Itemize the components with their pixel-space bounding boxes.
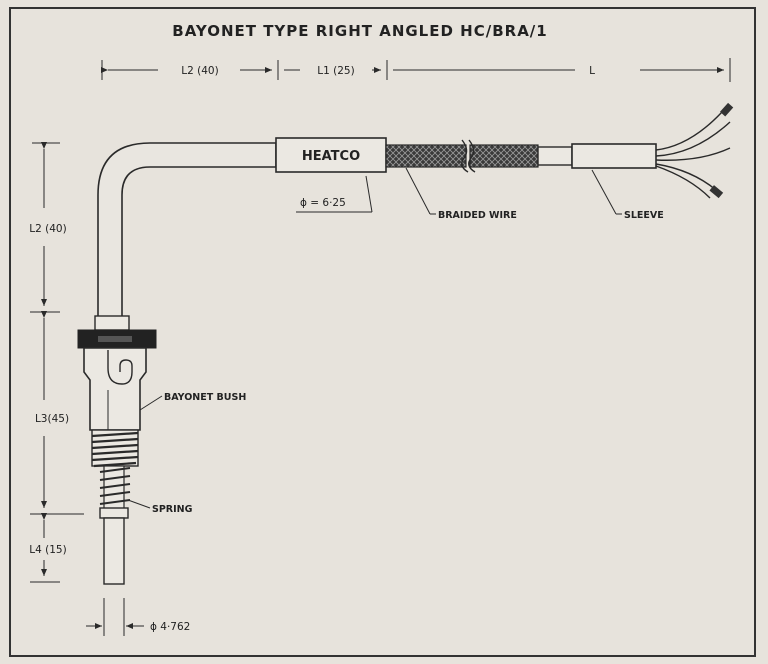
dim-sheath-diameter: ϕ = 6·25 — [300, 197, 346, 209]
sleeve-inner — [537, 146, 573, 166]
callout-spring: SPRING — [152, 504, 193, 515]
bayonet-bush-leader — [139, 395, 163, 411]
spring-leader — [127, 499, 151, 509]
callout-braided-wire: BRAIDED WIRE — [438, 210, 517, 221]
dim-side-l4: L4 (15) — [29, 544, 66, 556]
top-dimension-line — [101, 58, 731, 82]
sheath-tube — [97, 142, 277, 330]
spring — [99, 467, 131, 505]
sleeve-leader — [591, 169, 622, 215]
dim-top-l1: L1 (25) — [317, 65, 354, 77]
braided-wire-leader — [405, 167, 436, 215]
callout-bayonet-bush: BAYONET BUSH — [164, 392, 246, 403]
break-mark — [461, 139, 469, 173]
wire-tip-top — [720, 102, 734, 117]
braided-wire — [385, 144, 467, 168]
dim-side-l3: L3(45) — [35, 413, 69, 425]
bayonet-bush — [83, 347, 147, 431]
wire-tip-bottom — [709, 185, 724, 199]
lead-wires — [655, 111, 731, 199]
probe-tip — [103, 517, 125, 585]
sheath-diameter-leader — [296, 175, 373, 213]
bayonet-cap-ring — [98, 336, 132, 342]
break-mark-2 — [468, 139, 476, 173]
dim-tip-diameter: ϕ 4·762 — [150, 621, 190, 633]
callout-sleeve: SLEEVE — [624, 210, 664, 221]
tip-diameter-dimension — [86, 598, 144, 636]
dim-top-l: L — [589, 65, 595, 77]
side-dimension-line — [30, 142, 84, 583]
bayonet-nut — [94, 315, 130, 331]
sleeve — [571, 143, 657, 169]
bayonet-j-slot — [107, 350, 133, 385]
braided-wire-2 — [469, 144, 539, 168]
diagram-title: BAYONET TYPE RIGHT ANGLED HC/BRA/1 — [172, 22, 547, 40]
brand-label: HEATCO — [302, 149, 360, 164]
spring-collar — [99, 507, 129, 519]
dim-top-l2: L2 (40) — [181, 65, 218, 77]
dim-side-l2: L2 (40) — [29, 223, 66, 235]
thread-lines — [91, 431, 139, 468]
transition-body — [275, 137, 387, 173]
